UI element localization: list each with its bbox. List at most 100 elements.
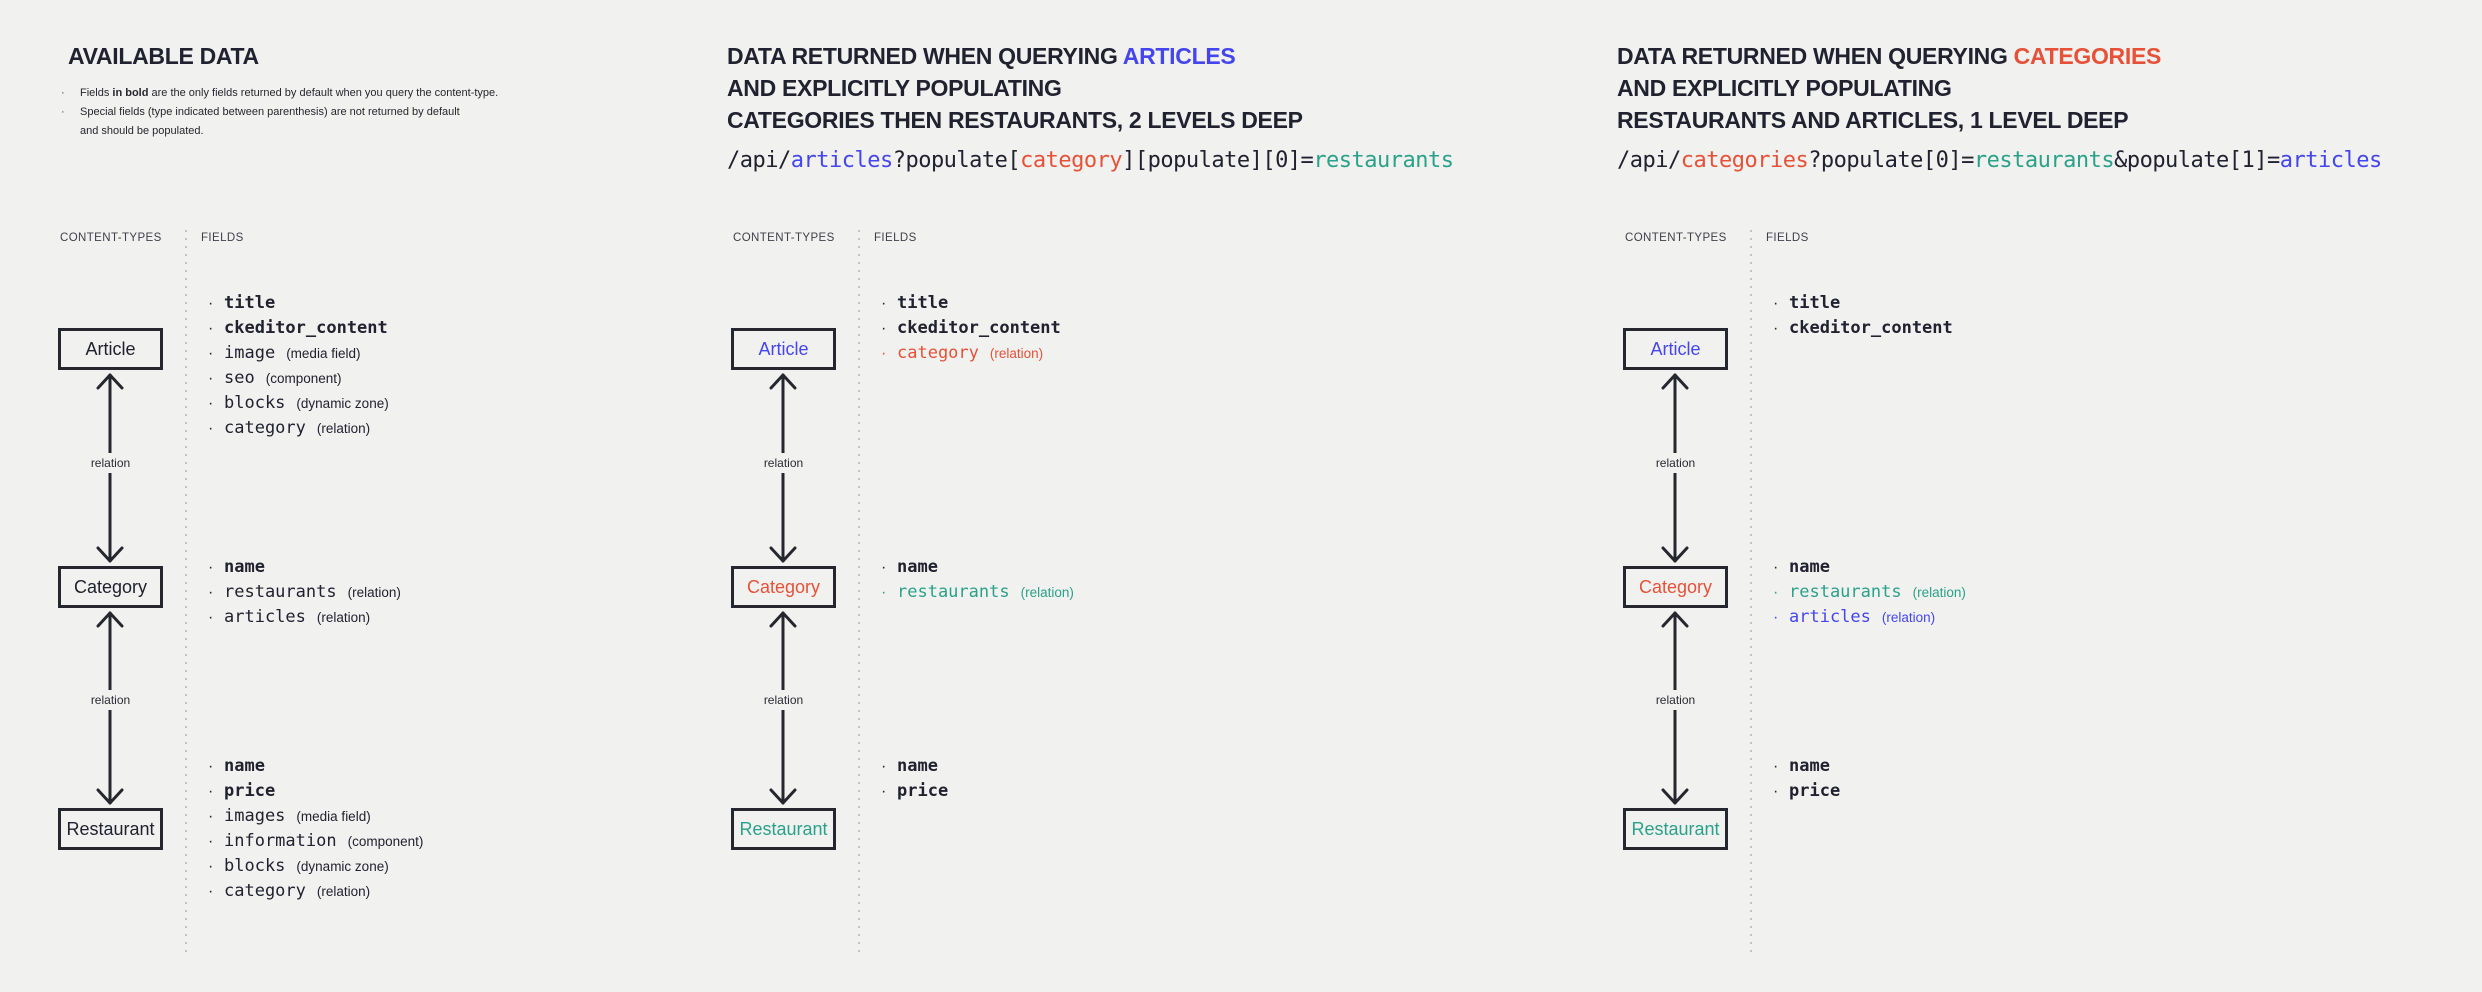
bullet-dot-icon: ·: [208, 858, 214, 875]
field-type-annotation: (relation): [316, 610, 371, 625]
panel-title-line: AND EXPLICITLY POPULATING: [727, 72, 1303, 104]
content-type-label: Category: [73, 576, 148, 597]
field-type-annotation: (dynamic zone): [296, 859, 389, 874]
field-item: ·restaurants(relation): [1773, 580, 1966, 605]
bullet-dot-icon: ·: [208, 883, 214, 900]
field-name: price: [1789, 781, 1841, 801]
bullet-dot-icon: ·: [208, 808, 214, 825]
panel-title-line: AVAILABLE DATA: [68, 40, 259, 72]
bullet-dot-icon: ·: [208, 584, 214, 601]
field-name: restaurants: [1789, 582, 1902, 602]
field-item: ·name: [208, 555, 401, 580]
bullet-dot-icon: ·: [1773, 609, 1779, 626]
panel-title-segment: AVAILABLE DATA: [68, 43, 259, 69]
panel-title-segment: ARTICLES: [1122, 43, 1236, 69]
panel-title-segment: CATEGORIES: [2013, 43, 2162, 69]
field-name: title: [897, 293, 949, 313]
fields-header: FIELDS: [874, 232, 917, 244]
field-item: ·category(relation): [208, 879, 423, 904]
fields-header: FIELDS: [1766, 232, 1809, 244]
field-name: articles: [1789, 607, 1871, 627]
field-name: information: [224, 831, 337, 851]
content-type-box-restaurant: Restaurant: [58, 808, 163, 850]
column-divider: [185, 230, 187, 957]
note-text: Special fields (type indicated between p…: [80, 103, 460, 141]
content-type-label: Article: [85, 338, 136, 359]
panel-title-line: DATA RETURNED WHEN QUERYING CATEGORIES: [1617, 40, 2161, 72]
bullet-dot-icon: ·: [881, 584, 887, 601]
note-text-part: in bold: [112, 87, 149, 99]
field-item: ·price: [1773, 779, 1840, 804]
field-item: ·ckeditor_content: [1773, 316, 1953, 341]
bullet-dot-icon: ·: [208, 758, 214, 775]
panel-title: AVAILABLE DATA: [68, 40, 259, 72]
field-name: restaurants: [897, 582, 1010, 602]
field-item: ·restaurants(relation): [881, 580, 1074, 605]
field-type-annotation: (relation): [347, 585, 401, 600]
content-type-label: Restaurant: [1631, 818, 1720, 839]
bullet-dot-icon: ·: [881, 320, 887, 337]
api-path-segment: /api/: [727, 148, 791, 173]
field-item: ·image(media field): [208, 341, 389, 366]
field-name: price: [224, 781, 276, 801]
field-item: ·restaurants(relation): [208, 580, 401, 605]
field-name: category: [224, 881, 306, 901]
api-path-segment: articles: [2279, 148, 2382, 173]
field-item: ·articles(relation): [208, 605, 401, 630]
field-name: title: [1789, 293, 1841, 313]
field-name: name: [224, 557, 265, 577]
relation-label: relation: [76, 690, 145, 710]
content-type-box-article: Article: [1623, 328, 1728, 370]
bullet-dot-icon: ·: [208, 833, 214, 850]
field-type-annotation: (relation): [1881, 610, 1936, 625]
relation-label: relation: [1641, 690, 1710, 710]
field-item: ·name: [881, 754, 948, 779]
note-text: Fields in bold are the only fields retur…: [80, 84, 498, 103]
field-item: ·blocks(dynamic zone): [208, 854, 423, 879]
field-name: images: [224, 806, 286, 826]
fields-list-restaurant: ·name·price·images(media field)·informat…: [208, 754, 423, 904]
field-type-annotation: (media field): [286, 346, 361, 361]
field-name: image: [224, 343, 276, 363]
fields-list-category: ·name·restaurants(relation)·articles(rel…: [208, 555, 401, 630]
field-item: ·title: [1773, 291, 1953, 316]
field-type-annotation: (component): [347, 834, 424, 849]
field-item: ·category(relation): [881, 341, 1061, 366]
bullet-dot-icon: ·: [1773, 320, 1779, 337]
content-type-box-article: Article: [58, 328, 163, 370]
field-item: ·price: [208, 779, 423, 804]
field-name: category: [897, 343, 979, 363]
panel-title-line: AND EXPLICITLY POPULATING: [1617, 72, 2161, 104]
content-type-box-category: Category: [58, 566, 163, 608]
field-name: category: [224, 418, 306, 438]
api-path-segment: restaurants: [1973, 148, 2115, 173]
content-types-header: CONTENT-TYPES: [1625, 232, 1727, 244]
api-path-segment: ?populate[: [892, 148, 1021, 173]
relation-arrow-icon: [96, 611, 124, 805]
field-item: · information (component): [208, 829, 423, 854]
content-type-box-article: Article: [731, 328, 836, 370]
field-type-annotation: (media field): [296, 809, 371, 824]
field-name: seo: [224, 368, 255, 388]
field-item: ·ckeditor_content: [208, 316, 389, 341]
panel-title-segment: AND EXPLICITLY POPULATING: [1617, 75, 1952, 101]
field-item: ·ckeditor_content: [881, 316, 1061, 341]
panel-title-line: DATA RETURNED WHEN QUERYING ARTICLES: [727, 40, 1303, 72]
content-type-box-category: Category: [731, 566, 836, 608]
content-type-box-restaurant: Restaurant: [1623, 808, 1728, 850]
field-item: ·seo(component): [208, 366, 389, 391]
api-query-path: /api/categories?populate[0]=restaurants&…: [1617, 148, 2382, 173]
note-text-part: are the only fields returned by default …: [148, 87, 499, 99]
relation-label: relation: [749, 453, 818, 473]
field-type-annotation: (relation): [1912, 585, 1966, 600]
field-item: ·name: [1773, 555, 1966, 580]
panel-title-segment: DATA RETURNED WHEN QUERYING: [1617, 43, 2014, 69]
bullet-dot-icon: ·: [61, 87, 65, 99]
relation-arrow-icon: [769, 611, 797, 805]
field-name: name: [897, 756, 938, 776]
fields-list-article: ·title·ckeditor_content·image(media fiel…: [208, 291, 389, 441]
